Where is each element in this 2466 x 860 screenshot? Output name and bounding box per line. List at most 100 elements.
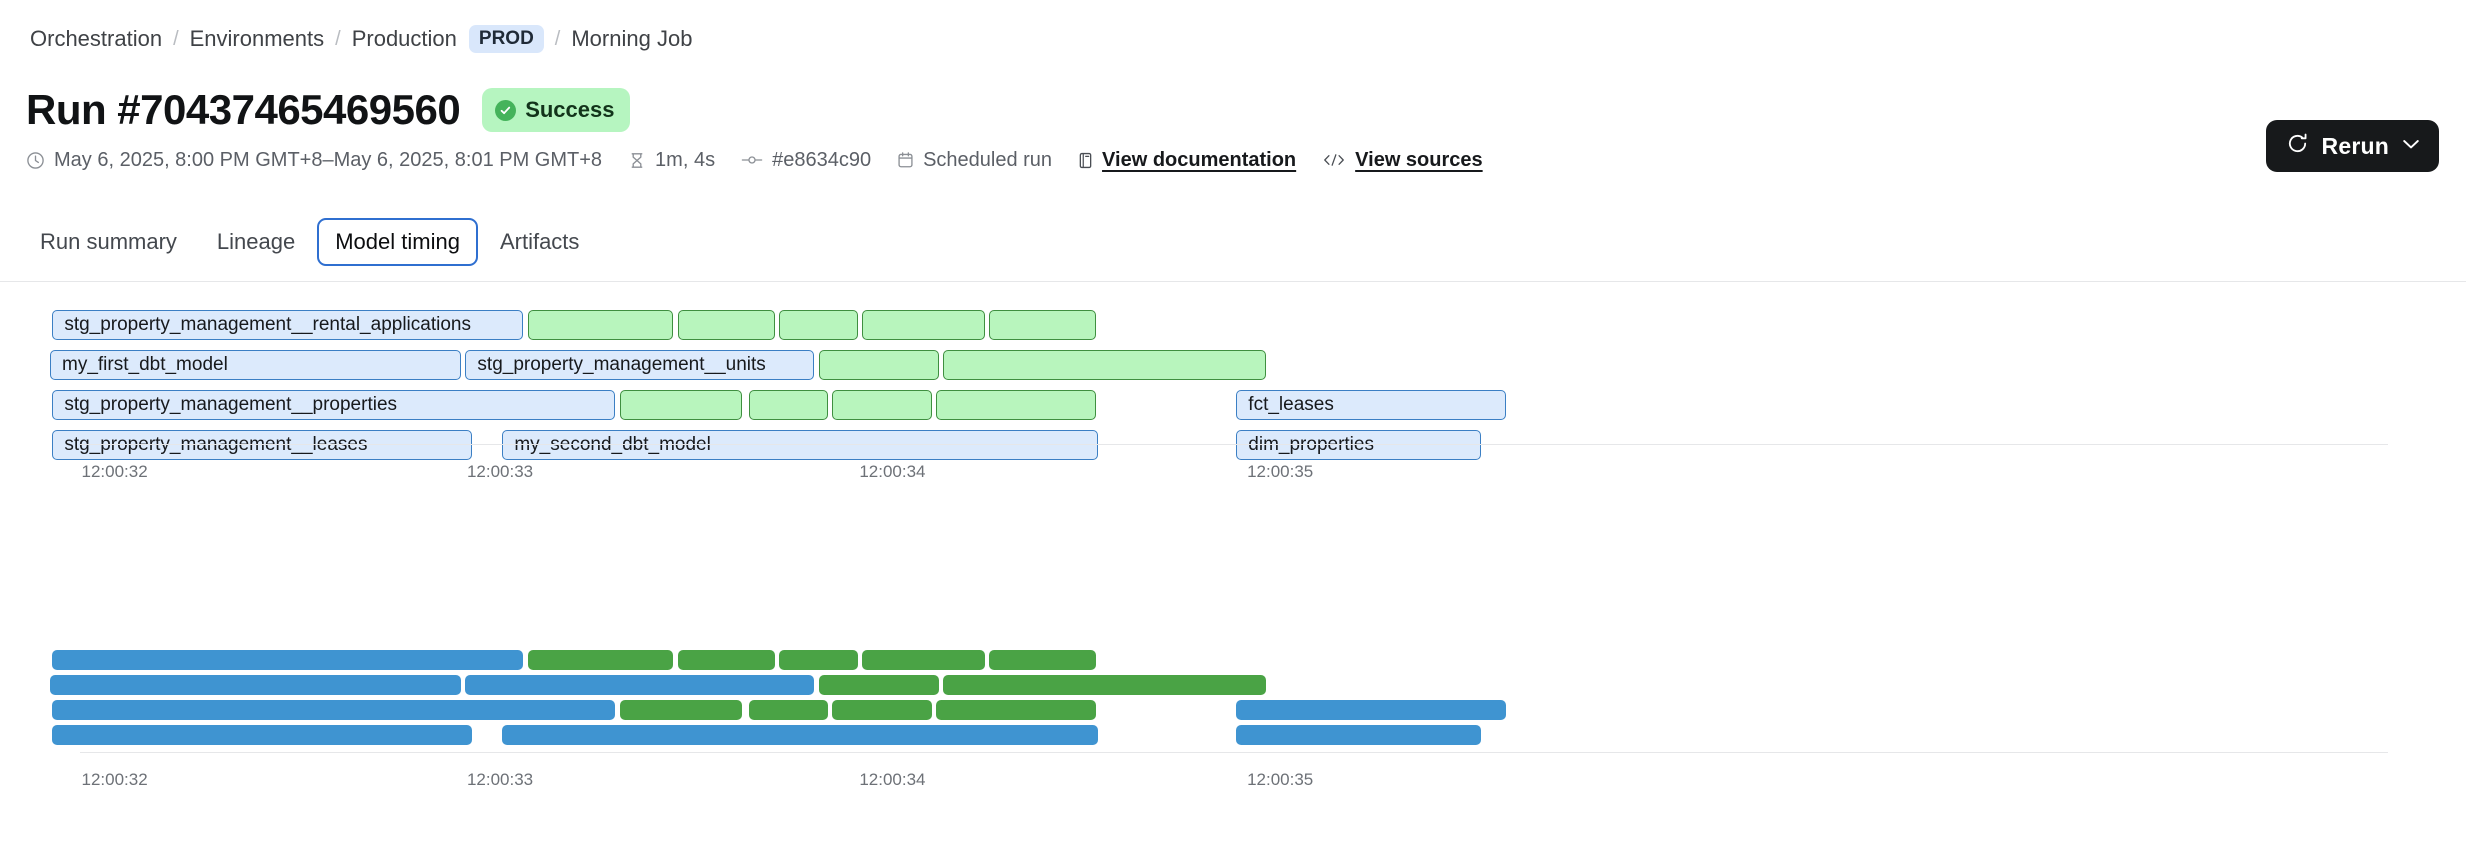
x-axis-ticks: 12:00:32 12:00:33 12:00:34 12:00:35 — [80, 462, 2388, 484]
gantt-bar[interactable] — [779, 310, 857, 340]
status-label: Success — [525, 97, 614, 123]
check-circle-icon — [495, 100, 516, 121]
gantt-bar-stg_property_management__units[interactable]: stg_property_management__units — [465, 350, 814, 380]
gantt-bar-label: stg_property_management__rental_applicat… — [53, 314, 471, 336]
x-axis-ticks: 12:00:3212:00:3312:00:3412:00:35 — [80, 770, 2388, 792]
gantt-bar[interactable] — [862, 310, 984, 340]
gantt-bar[interactable] — [678, 310, 775, 340]
tab-artifacts[interactable]: Artifacts — [482, 218, 597, 266]
calendar-icon — [897, 151, 914, 170]
breadcrumb-separator: / — [173, 28, 179, 51]
gantt-bar[interactable] — [819, 675, 939, 695]
gantt-bar[interactable] — [943, 350, 1266, 380]
view-sources-label: View sources — [1355, 150, 1482, 170]
x-axis-tick-label: 12:00:33 — [467, 462, 533, 482]
gantt-bar[interactable] — [528, 310, 673, 340]
gantt-bar-my_first_dbt_model[interactable]: my_first_dbt_model — [50, 350, 461, 380]
gantt-bar-dim_properties[interactable]: dim_properties — [1236, 430, 1481, 460]
gantt-bar[interactable] — [936, 390, 1095, 420]
gantt-bar[interactable] — [862, 650, 984, 670]
gantt-bar[interactable] — [502, 725, 1097, 745]
environment-badge-prod: PROD — [469, 25, 544, 53]
tab-bar-divider — [0, 281, 2466, 282]
breadcrumb-item-environments[interactable]: Environments — [190, 26, 325, 52]
meta-duration-text: 1m, 4s — [655, 150, 715, 170]
gantt-row — [80, 650, 2388, 670]
x-axis-tick-label: 12:00:32 — [82, 770, 148, 790]
status-badge: Success — [482, 88, 630, 132]
gantt-bar-label: stg_property_management__properties — [53, 394, 397, 416]
breadcrumb-item-orchestration[interactable]: Orchestration — [30, 26, 162, 52]
view-sources-link[interactable]: View sources — [1322, 150, 1482, 170]
gantt-bar[interactable] — [620, 700, 742, 720]
gantt-bar[interactable] — [943, 675, 1266, 695]
x-axis-tick-label: 12:00:34 — [859, 770, 925, 790]
view-documentation-label: View documentation — [1102, 150, 1296, 170]
view-documentation-link[interactable]: View documentation — [1078, 150, 1296, 170]
gantt-row — [80, 700, 2388, 720]
meta-commit: #e8634c90 — [741, 150, 871, 170]
meta-time-range-text: May 6, 2025, 8:00 PM GMT+8–May 6, 2025, … — [54, 150, 602, 170]
gantt-bar[interactable] — [989, 310, 1095, 340]
meta-trigger: Scheduled run — [897, 150, 1052, 170]
gantt-bar[interactable] — [832, 700, 931, 720]
gantt-row: stg_property_management__leasesmy_second… — [80, 430, 2388, 460]
gantt-bar[interactable] — [465, 675, 814, 695]
x-axis-tick-label: 12:00:34 — [859, 462, 925, 482]
meta-time-range: May 6, 2025, 8:00 PM GMT+8–May 6, 2025, … — [26, 150, 602, 170]
breadcrumb-item-production[interactable]: Production — [352, 26, 457, 52]
model-timing-gantt-outline: stg_property_management__rental_applicat… — [0, 310, 2466, 600]
gantt-bar-label: dim_properties — [1237, 434, 1374, 456]
gantt-bar[interactable] — [678, 650, 775, 670]
gantt-bar[interactable] — [819, 350, 939, 380]
gantt-bar[interactable] — [936, 700, 1095, 720]
gantt-bar[interactable] — [1236, 700, 1506, 720]
model-timing-gantt-solid: 12:00:3212:00:3312:00:3412:00:35 — [0, 640, 2466, 860]
hourglass-icon — [628, 151, 646, 170]
gantt-bar[interactable] — [52, 650, 523, 670]
x-axis-tick-label: 12:00:35 — [1247, 462, 1313, 482]
gantt-bar[interactable] — [779, 650, 857, 670]
breadcrumb: Orchestration / Environments / Productio… — [30, 25, 692, 53]
gantt-bar[interactable] — [50, 675, 461, 695]
rerun-label: Rerun — [2322, 133, 2389, 160]
meta-trigger-text: Scheduled run — [923, 150, 1052, 170]
gantt-bar[interactable] — [1236, 725, 1481, 745]
gantt-bar[interactable] — [749, 390, 827, 420]
gantt-bar[interactable] — [989, 650, 1095, 670]
gantt-row: stg_property_management__rental_applicat… — [80, 310, 2388, 340]
run-metadata: May 6, 2025, 8:00 PM GMT+8–May 6, 2025, … — [26, 150, 1483, 170]
gantt-bar[interactable] — [620, 390, 742, 420]
breadcrumb-separator: / — [335, 28, 341, 51]
tab-model-timing[interactable]: Model timing — [317, 218, 478, 266]
gantt-row — [80, 725, 2388, 745]
gantt-bar-label: stg_property_management__units — [466, 354, 765, 376]
gantt-bar[interactable] — [52, 725, 472, 745]
breadcrumb-item-morning-job[interactable]: Morning Job — [571, 26, 692, 52]
gantt-bar-stg_property_management__leases[interactable]: stg_property_management__leases — [52, 430, 472, 460]
tab-lineage[interactable]: Lineage — [199, 218, 313, 266]
rerun-button[interactable]: Rerun — [2266, 120, 2439, 172]
gantt-bar-stg_property_management__rental_applications[interactable]: stg_property_management__rental_applicat… — [52, 310, 523, 340]
gantt-bar[interactable] — [749, 700, 827, 720]
gantt-row — [80, 675, 2388, 695]
gantt-bar-stg_property_management__properties[interactable]: stg_property_management__properties — [52, 390, 615, 420]
title-row: Run #70437465469560 Success — [26, 88, 630, 132]
gantt-bar[interactable] — [832, 390, 931, 420]
gantt-bar[interactable] — [528, 650, 673, 670]
tab-run-summary[interactable]: Run summary — [22, 218, 195, 266]
refresh-icon — [2286, 132, 2309, 160]
page-title: Run #70437465469560 — [26, 89, 460, 131]
x-axis-line — [80, 444, 2388, 445]
gantt-row: stg_property_management__propertiesfct_l… — [80, 390, 2388, 420]
gantt-row: my_first_dbt_modelstg_property_managemen… — [80, 350, 2388, 380]
chevron-down-icon[interactable] — [2402, 137, 2420, 155]
x-axis-tick-label: 12:00:32 — [82, 462, 148, 482]
model-timing-solid-plot — [80, 650, 2388, 750]
gantt-bar-label: my_first_dbt_model — [51, 354, 228, 376]
x-axis-tick-label: 12:00:33 — [467, 770, 533, 790]
gantt-bar-fct_leases[interactable]: fct_leases — [1236, 390, 1506, 420]
gantt-bar-my_second_dbt_model[interactable]: my_second_dbt_model — [502, 430, 1097, 460]
meta-commit-text: #e8634c90 — [772, 150, 871, 170]
gantt-bar[interactable] — [52, 700, 615, 720]
